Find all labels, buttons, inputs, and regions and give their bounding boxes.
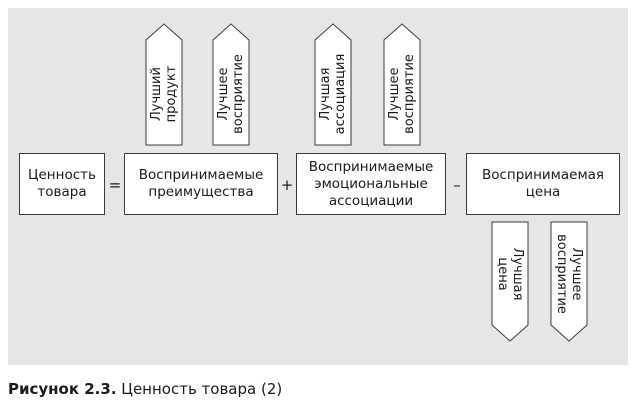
minus-sign: – (453, 176, 461, 194)
arrow-best-association (314, 23, 352, 146)
arrow-best-perception-1 (212, 23, 250, 146)
label-best-price: Лучшая цена (495, 247, 525, 301)
arrow-best-perception-2 (383, 23, 421, 146)
label-best-association: Лучшая ассоциация (318, 53, 348, 135)
perceived-emotional-associations-text: Воспринимаемые эмоциональные ассоциации (308, 158, 434, 209)
arrow-best-perception-3 (550, 221, 588, 342)
perceived-emotional-associations-box: Воспринимаемые эмоциональные ассоциации (296, 153, 446, 215)
arrow-best-price (491, 221, 529, 342)
product-value-box: Ценность товара (19, 153, 105, 215)
figure-caption-text: Ценность товара (2) (121, 380, 283, 398)
perceived-benefits-text: Воспринимаемые преимущества (138, 167, 264, 200)
plus-sign: + (280, 176, 294, 194)
label-best-perception-2: Лучшее восприятие (387, 54, 417, 134)
product-value-text: Ценность товара (28, 167, 96, 200)
perceived-price-text: Воспринимаемая цена (481, 167, 605, 200)
perceived-benefits-box: Воспринимаемые преимущества (124, 153, 278, 215)
arrow-best-product (145, 23, 183, 146)
label-best-perception-1: Лучшее восприятие (216, 54, 246, 134)
figure-caption-label: Рисунок 2.3. (8, 380, 117, 398)
label-best-product: Лучший продукт (149, 65, 179, 123)
perceived-price-box: Воспринимаемая цена (466, 153, 620, 215)
label-best-perception-3: Лучшее восприятие (554, 234, 584, 314)
figure-caption: Рисунок 2.3. Ценность товара (2) (8, 380, 282, 398)
equals-sign: = (108, 176, 122, 194)
